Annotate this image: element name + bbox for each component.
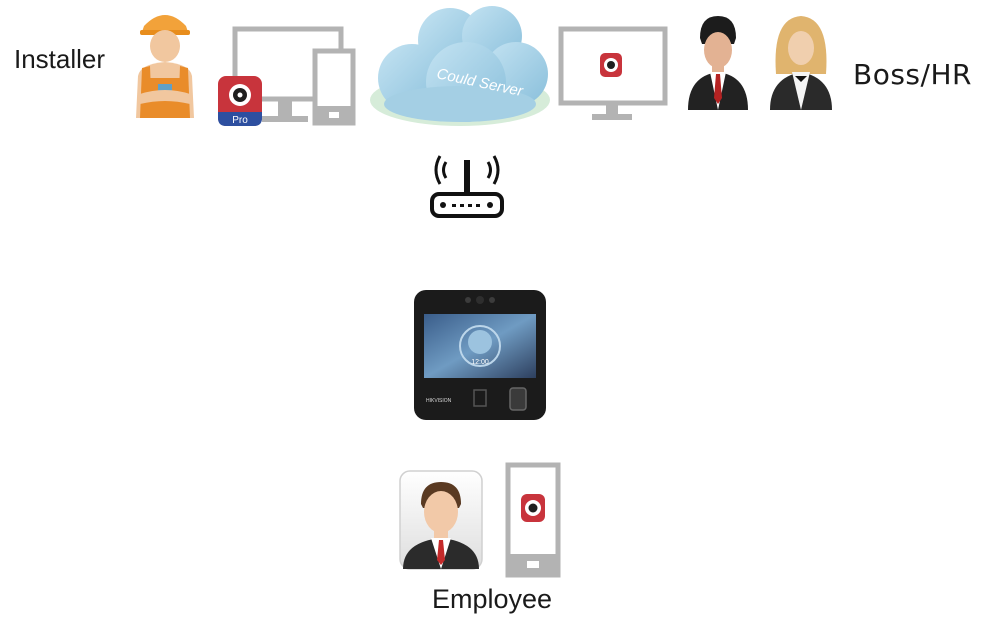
boss-man-icon: [688, 16, 748, 110]
app-pro-icon: Pro: [218, 76, 262, 126]
installer-worker-icon: [136, 15, 194, 118]
phone-icon: [312, 48, 356, 126]
cloud-server-icon: Could Server: [370, 6, 550, 126]
terminal-time: 12:00: [471, 359, 489, 366]
phone-icon: [505, 462, 561, 578]
access-terminal-icon: 12:00 HIKVISION: [414, 290, 546, 420]
terminal-brand: HIKVISION: [426, 398, 452, 404]
installer-label: Installer: [14, 44, 106, 74]
boss-hr-label: Boss/HR: [853, 58, 972, 91]
router-icon: [430, 155, 504, 218]
employee-avatar-icon: [399, 470, 483, 570]
app-pro-label: Pro: [232, 115, 248, 126]
hr-woman-icon: [770, 16, 832, 110]
monitor-icon: [558, 26, 668, 120]
employee-label: Employee: [432, 584, 553, 614]
